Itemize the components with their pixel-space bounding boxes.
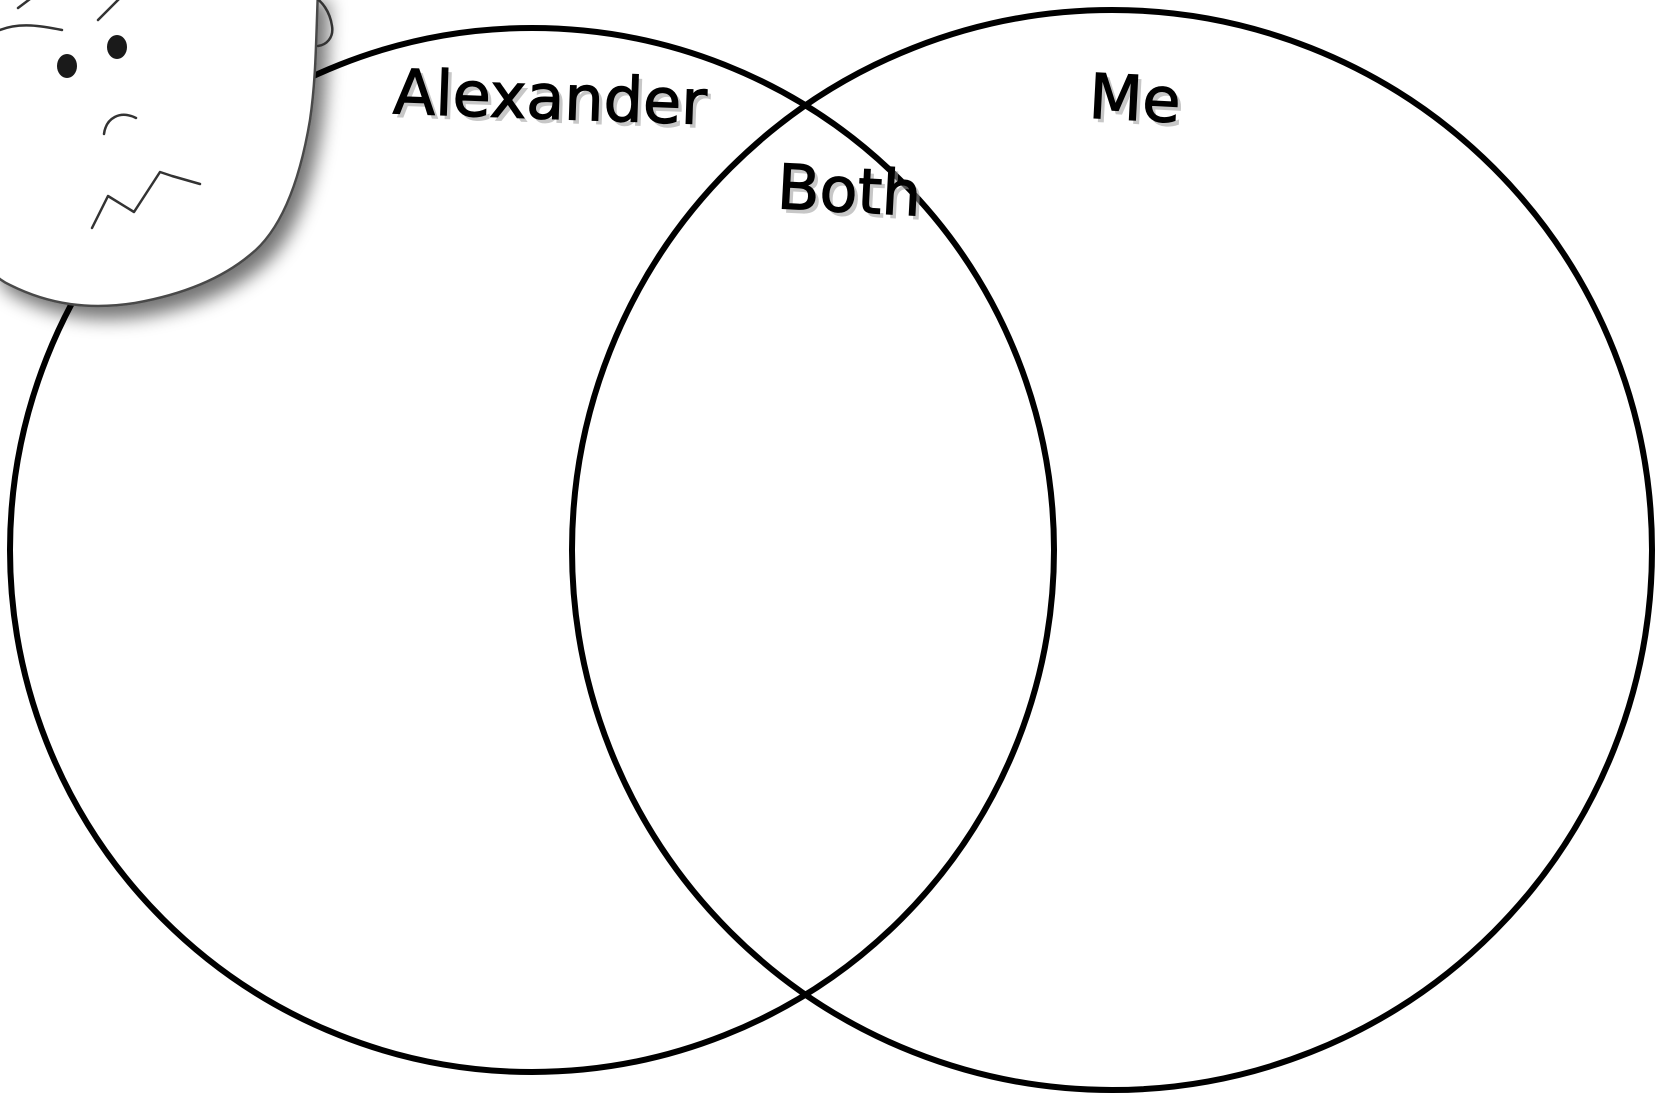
right-label-group: Me Me <box>1087 60 1186 142</box>
face-outline <box>0 0 318 306</box>
right-circle <box>572 10 1652 1090</box>
overlap-label: Both <box>775 150 923 230</box>
left-circle-label: Alexander <box>392 55 709 139</box>
right-eye <box>107 35 127 59</box>
overlap-label-group: Both Both <box>775 150 926 235</box>
grumpy-face-icon <box>0 0 332 306</box>
right-circle-label: Me <box>1087 60 1182 138</box>
left-eye <box>57 54 77 78</box>
left-label-group: Alexander Alexander <box>392 55 712 143</box>
